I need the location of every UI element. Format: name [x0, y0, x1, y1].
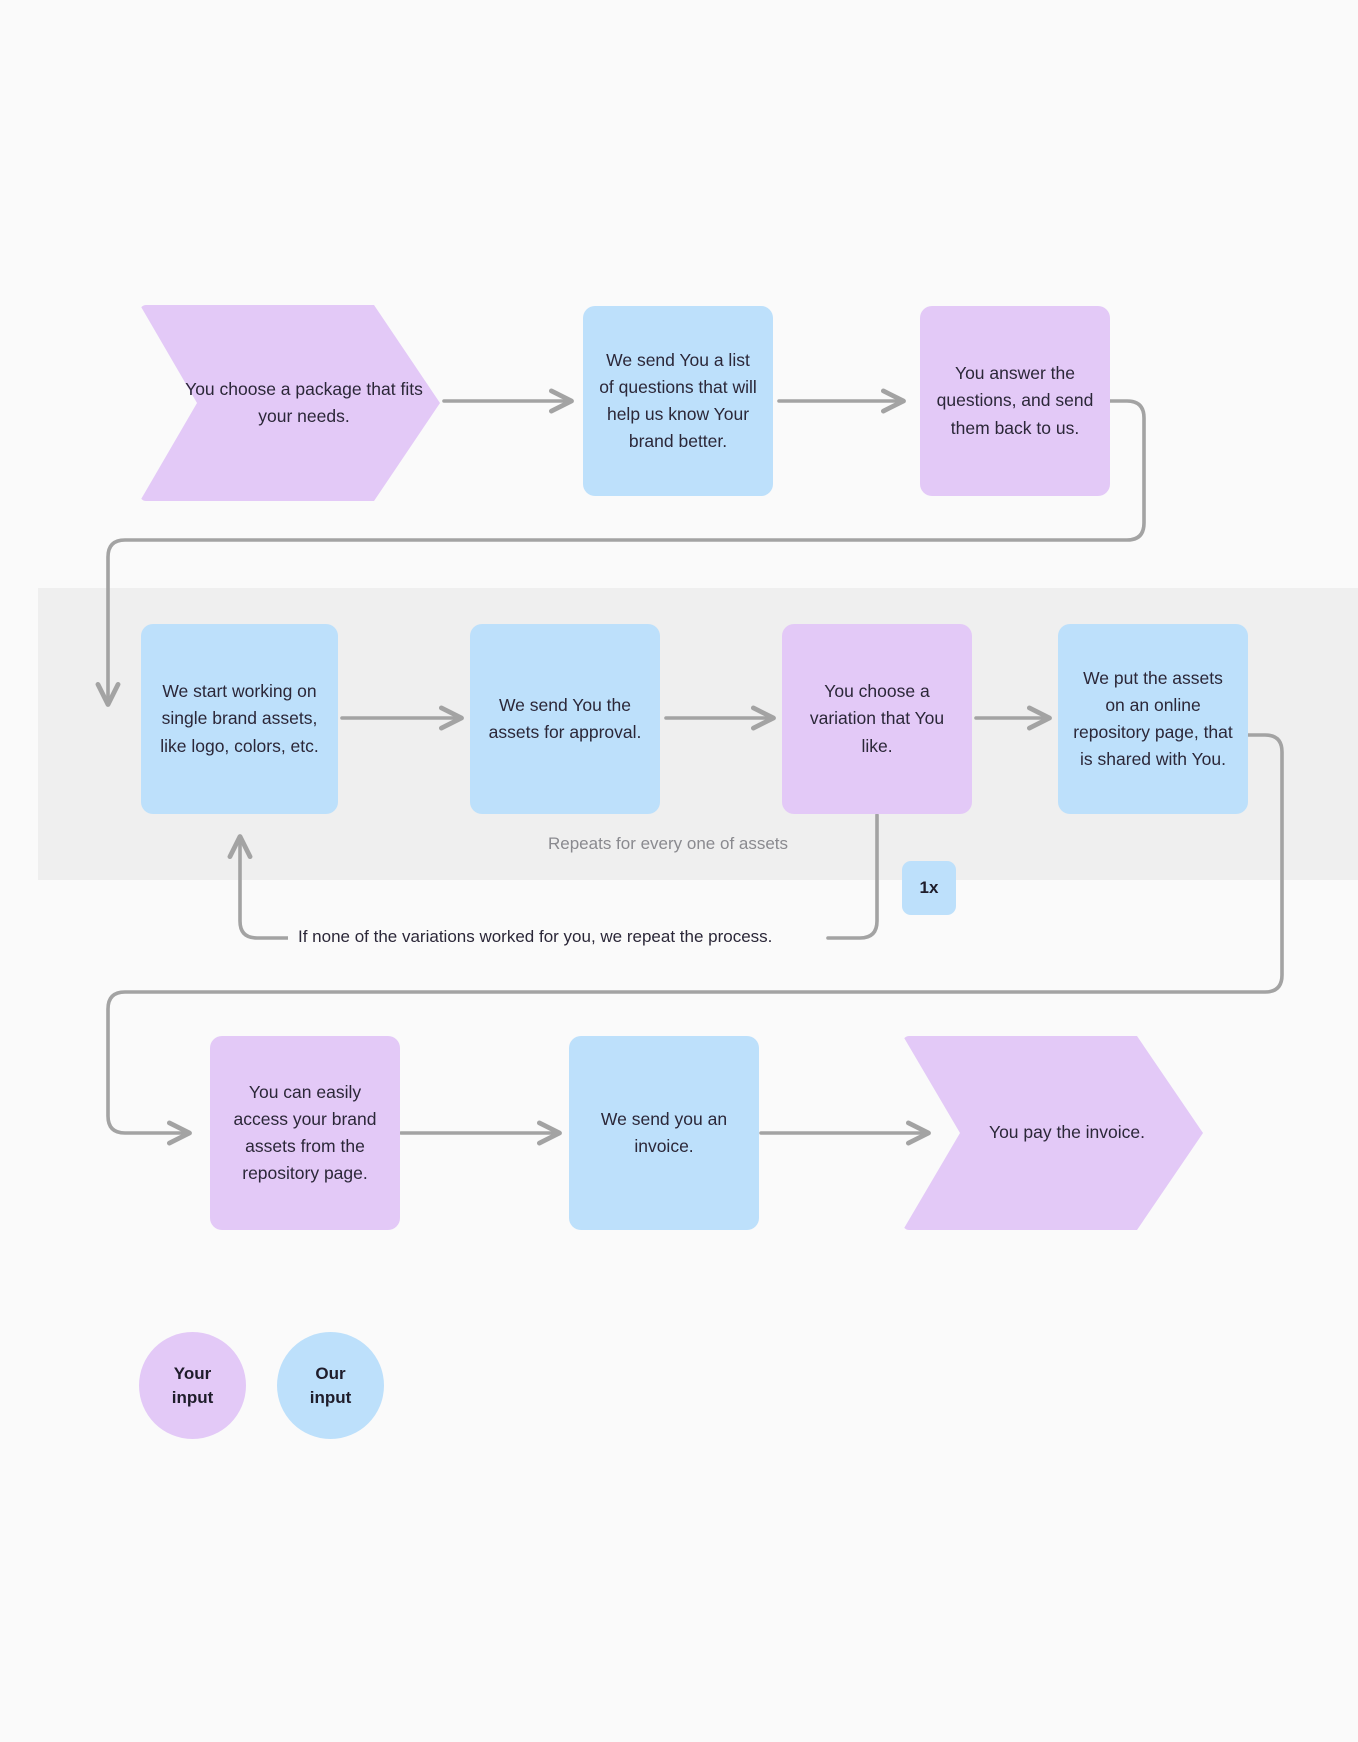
legend-label-line1: Our: [315, 1363, 346, 1383]
loopback-left-segment: [227, 834, 558, 940]
legend-your-input: Your input: [139, 1332, 246, 1439]
node-online-repository[interactable]: We put the assets on an online repositor…: [1058, 624, 1248, 814]
node-label: You choose a package that fits your need…: [185, 378, 423, 426]
repeat-count-badge: 1x: [902, 861, 956, 915]
arrow-row2-to-row3: [106, 733, 1284, 1146]
node-label: We send you an invoice.: [600, 1108, 728, 1156]
repeat-caption: Repeats for every one of assets: [548, 834, 789, 853]
node-send-invoice[interactable]: We send you an invoice.: [569, 1036, 759, 1230]
node-answer-questions[interactable]: You answer the questions, and send them …: [920, 306, 1110, 496]
node-choose-variation[interactable]: You choose a variation that You like.: [782, 624, 972, 814]
node-access-assets[interactable]: You can easily access your brand assets …: [210, 1036, 400, 1230]
node-label: We start working on single brand assets,…: [160, 681, 319, 756]
node-label: You answer the questions, and send them …: [936, 363, 1094, 438]
node-label: You can easily access your brand assets …: [233, 1081, 377, 1184]
node-label: We send You a list of questions that wil…: [599, 349, 757, 452]
node-label: We put the assets on an online repositor…: [1073, 667, 1233, 770]
node-start-working-assets[interactable]: We start working on single brand assets,…: [141, 624, 338, 814]
node-label: You choose a variation that You like.: [809, 681, 945, 756]
node-end-pay-invoice[interactable]: You pay the invoice.: [903, 1036, 1203, 1230]
loopback-label: If none of the variations worked for you…: [288, 927, 783, 947]
node-label: You pay the invoice.: [989, 1122, 1145, 1143]
legend-our-input: Our input: [277, 1332, 384, 1439]
node-send-assets-approval[interactable]: We send You the assets for approval.: [470, 624, 660, 814]
legend-label-line2: input: [171, 1387, 214, 1407]
loopback-right-segment: [826, 813, 879, 940]
legend-label-line2: input: [309, 1387, 352, 1407]
arrow-row1-to-row2: [95, 399, 1146, 707]
node-label: We send You the assets for approval.: [488, 694, 642, 742]
node-send-questions[interactable]: We send You a list of questions that wil…: [583, 306, 773, 496]
legend-label-line1: Your: [173, 1363, 212, 1383]
node-start-choose-package[interactable]: You choose a package that fits your need…: [140, 305, 440, 501]
